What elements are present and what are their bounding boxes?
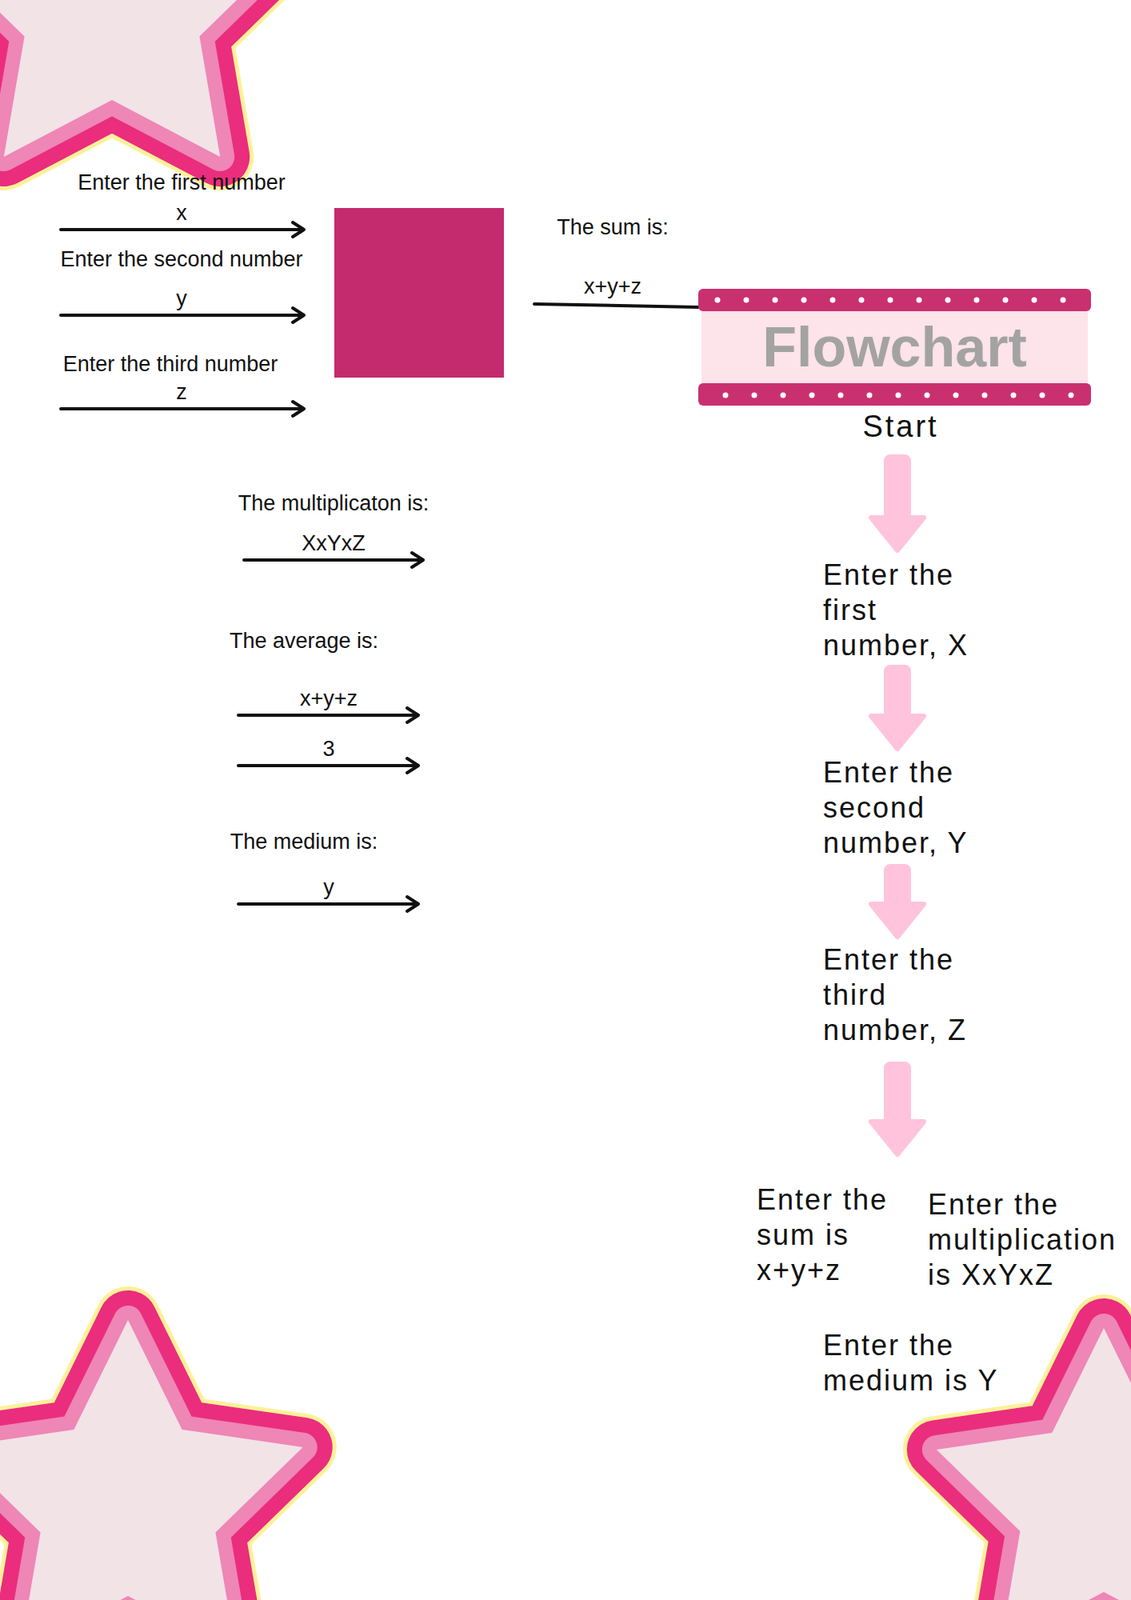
band-dot	[924, 392, 931, 399]
arrow-head	[871, 715, 924, 749]
arrow-head	[871, 903, 924, 937]
star-shape	[0, 1319, 304, 1600]
star-shape	[0, 0, 288, 157]
star-shape	[0, 0, 288, 157]
band-dot	[974, 297, 980, 304]
label-text: x	[175, 200, 188, 225]
star-decoration	[0, 0, 288, 157]
flow-step-text: Enter the third number, Z	[823, 942, 996, 1048]
band-dot	[830, 297, 836, 304]
band-dot	[1039, 392, 1046, 399]
label-text: x+y+z	[299, 686, 358, 711]
label-text: The sum is:	[556, 215, 669, 240]
band-dot	[801, 297, 808, 304]
band-middle	[701, 304, 1088, 390]
star-shape	[0, 1319, 304, 1600]
label-text: Start	[862, 408, 939, 444]
label-text: The multiplicaton is:	[238, 491, 430, 516]
band-dot	[867, 392, 873, 399]
label-text: The medium is:	[230, 829, 379, 854]
arrow-stem	[886, 866, 909, 907]
title-band: Flowchart	[698, 288, 1092, 406]
band-dot	[895, 392, 902, 399]
flow-step-text: Enter the medium is Y	[823, 1327, 1048, 1399]
star-decoration	[0, 1319, 304, 1600]
label-text: Enter the first number	[77, 170, 286, 195]
band-dot	[1003, 297, 1009, 304]
star-shape	[0, 0, 288, 157]
band-dot	[743, 297, 750, 304]
arrow-head	[871, 517, 924, 551]
band-stripe	[698, 383, 1092, 406]
flow-step-text: Enter the first number, X	[823, 557, 996, 664]
band-dot	[982, 392, 988, 399]
star-shape	[0, 1319, 304, 1600]
band-dot	[1060, 297, 1067, 304]
label-text: y	[323, 875, 335, 900]
label-text: y	[175, 286, 188, 311]
label-text: 3	[322, 736, 335, 761]
arrow-stem	[886, 1063, 909, 1124]
band-title: Flowchart	[762, 315, 1028, 380]
arrow-stem	[886, 456, 909, 521]
band-dot	[715, 297, 721, 304]
band-dot	[945, 297, 952, 304]
band-dot	[772, 297, 779, 304]
band-dot	[780, 392, 787, 399]
flow-step-text: Enter the multiplication is XxYxZ	[927, 1186, 1127, 1293]
band-dot	[1031, 297, 1038, 304]
flow-step-text: Enter the sum is x+y+z	[756, 1182, 925, 1288]
band-dot	[859, 297, 865, 304]
band-dot	[809, 392, 816, 399]
band-dot	[751, 392, 758, 399]
label-text: The average is:	[229, 628, 379, 653]
band-stripe	[698, 288, 1092, 312]
black-arrows	[60, 222, 699, 912]
band-dot	[953, 392, 960, 399]
label-text: XxYxZ	[301, 531, 366, 556]
arrow-head	[871, 1121, 924, 1155]
band-dot	[838, 392, 844, 399]
star-shape	[0, 1319, 304, 1600]
arrow-stem	[886, 667, 909, 719]
band-dot	[1068, 392, 1075, 399]
star-shape	[0, 0, 288, 157]
label-text: x+y+z	[583, 274, 642, 299]
sum-line	[534, 303, 699, 308]
label-text: Enter the third number	[63, 351, 279, 376]
band-dot	[1011, 392, 1017, 399]
label-text: z	[175, 379, 188, 404]
flow-step-text: Enter the second number, Y	[823, 755, 996, 861]
band-dot	[887, 297, 894, 304]
band-dot	[916, 297, 923, 304]
label-text: Enter the second number	[59, 247, 303, 272]
magenta-square	[334, 207, 504, 378]
band-dot	[723, 392, 729, 399]
